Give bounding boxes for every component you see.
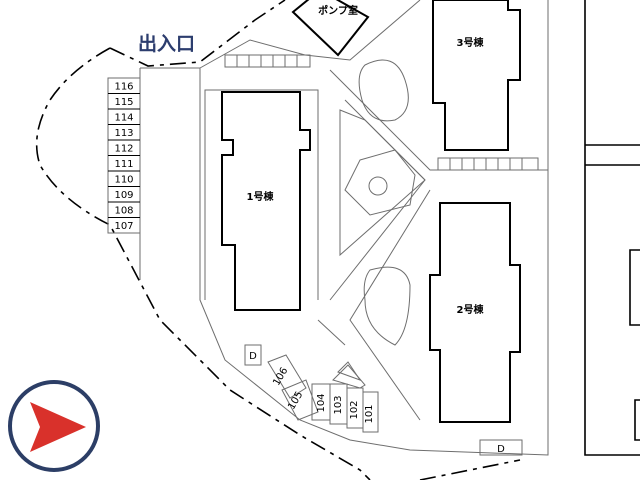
plaza-octagon bbox=[344, 149, 416, 216]
parking-bottom bbox=[267, 354, 379, 433]
planter-top bbox=[358, 59, 409, 122]
top-fence bbox=[224, 54, 311, 68]
parking-left bbox=[107, 77, 141, 234]
rack-b3 bbox=[437, 157, 539, 171]
svg-text:D: D bbox=[497, 444, 505, 455]
d-marker-bottom: D bbox=[479, 439, 523, 456]
building-3-label: 3号棟 bbox=[457, 36, 485, 49]
building-1-label: 1号棟 bbox=[247, 190, 275, 203]
pump-room-label: ポンプ室 bbox=[318, 4, 358, 17]
parking-stall-116: 116 bbox=[114, 82, 133, 93]
building-3: 3号棟 bbox=[432, 0, 521, 151]
pump-room: ポンプ室 bbox=[291, 0, 370, 57]
planter-lower bbox=[363, 266, 411, 346]
parking-stall-113: 113 bbox=[114, 128, 133, 139]
d-marker-left: D bbox=[244, 344, 262, 366]
planter-left-diamond bbox=[339, 109, 426, 257]
right-building-edge bbox=[584, 0, 640, 456]
site-boundary-right bbox=[419, 459, 521, 480]
parking-stall-110: 110 bbox=[114, 175, 133, 186]
entrance-label: 出入口 bbox=[138, 32, 195, 55]
parking-stall-103: 103 bbox=[333, 395, 344, 414]
parking-stall-109: 109 bbox=[114, 190, 133, 201]
building-2: 2号棟 bbox=[429, 202, 521, 423]
svg-text:D: D bbox=[249, 351, 257, 362]
parking-stall-104: 104 bbox=[316, 393, 327, 412]
play-arrow-icon bbox=[30, 402, 86, 452]
parking-stall-115: 115 bbox=[114, 97, 133, 108]
parking-stall-114: 114 bbox=[114, 113, 133, 124]
parking-stall-101: 101 bbox=[364, 404, 375, 423]
building-2-label: 2号棟 bbox=[457, 303, 485, 316]
parking-stall-105: 105 bbox=[286, 390, 305, 412]
fountain bbox=[368, 176, 388, 196]
parking-stall-102: 102 bbox=[349, 400, 360, 419]
grounds-outline bbox=[140, 0, 549, 456]
building-1: 1号棟 bbox=[221, 91, 311, 311]
site-boundary bbox=[35, 47, 371, 480]
parking-stall-111: 111 bbox=[114, 159, 133, 170]
site-boundary-top bbox=[109, 0, 286, 67]
parking-stall-112: 112 bbox=[114, 144, 133, 155]
parking-stall-107: 107 bbox=[114, 221, 133, 232]
parking-stall-106: 106 bbox=[271, 366, 290, 388]
play-button[interactable] bbox=[8, 380, 100, 472]
parking-stall-108: 108 bbox=[114, 206, 133, 217]
